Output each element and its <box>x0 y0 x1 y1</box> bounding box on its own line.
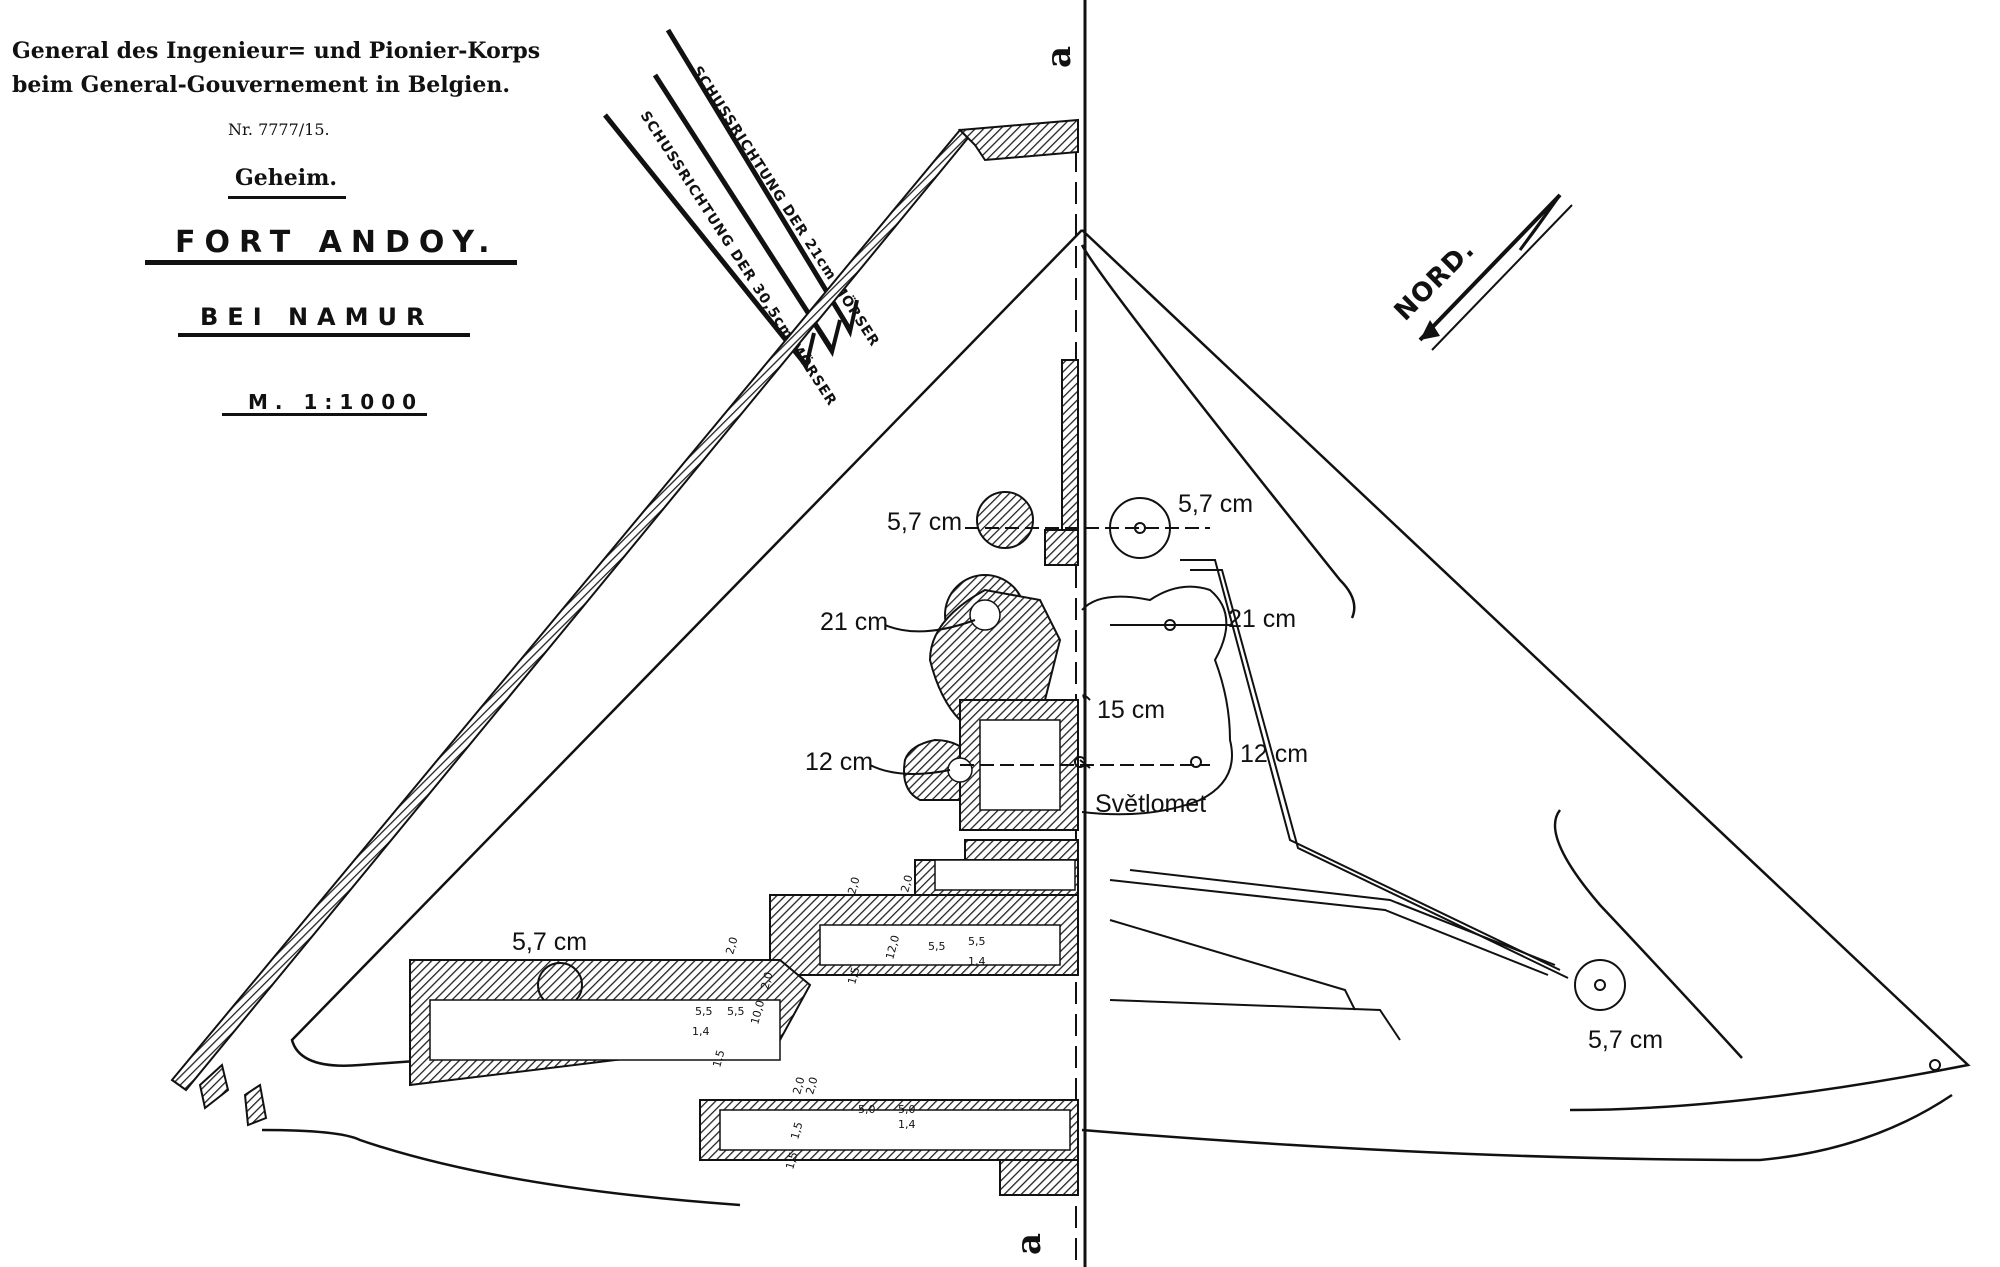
casemate-rooms <box>429 599 1076 1151</box>
calibre-annotations: 5,7 cm 5,7 cm 21 cm 21 cm 15 cm 12 cm 12… <box>512 490 1663 1054</box>
dim-14: 10,0 <box>748 999 767 1026</box>
dimension-figures: 5,5 5,5 5,5 5,5 5,0 5,0 2,0 2,0 2,0 2,0 … <box>692 874 986 1171</box>
dim-15: 2,0 <box>790 1076 807 1096</box>
fort-outline <box>261 229 1971 1207</box>
dim-12: 1,4 <box>898 1118 916 1131</box>
fire-direction-arrows: SCHUSSRICHTUNG DER 21cm MÖRSER SCHUSSRIC… <box>603 28 884 409</box>
dim-7: 1,4 <box>692 1025 710 1038</box>
dim-3: 2,0 <box>898 874 915 894</box>
classification-label: Geheim. <box>235 165 338 191</box>
annotation-21-right: 21 cm <box>1228 605 1296 633</box>
annotation-12-left: 12 cm <box>805 748 873 776</box>
fire-direction-21cm-label: SCHUSSRICHTUNG DER 21cm MÖRSER <box>689 62 884 349</box>
casemate-width-5: 5,0 <box>858 1103 876 1116</box>
dim-11: 1,5 <box>783 1151 800 1171</box>
annotation-searchlight: Světlomet <box>1095 790 1206 818</box>
header-line-1: General des Ingenieur= und Pionier-Korps <box>12 38 541 64</box>
casemate-width-6: 5,0 <box>898 1103 916 1116</box>
annotation-57-west: 5,7 cm <box>512 928 587 956</box>
casemate-width-1: 5,5 <box>695 1005 713 1018</box>
dim-16: 1,5 <box>788 1121 805 1141</box>
annotation-leaders <box>869 619 1091 775</box>
casemate-width-2: 5,5 <box>727 1005 745 1018</box>
annotation-15: 15 cm <box>1097 696 1165 724</box>
left-rampart <box>170 118 1079 1127</box>
dim-5: 2,0 <box>803 1076 820 1096</box>
annotation-57-top-left: 5,7 cm <box>887 508 962 536</box>
header-line-2: beim General-Gouvernement in Belgien. <box>12 72 511 98</box>
dim-9: 1,5 <box>710 1049 727 1069</box>
scale-underline <box>222 413 427 416</box>
dim-10: 1,5 <box>845 966 862 986</box>
gun-emplacements-right <box>960 497 1941 1071</box>
dim-8: 1,4 <box>968 955 986 968</box>
section-mark-bottom: a <box>1009 1233 1049 1255</box>
casemate-width-4: 5,5 <box>968 935 986 948</box>
fort-name-underline <box>145 260 517 265</box>
north-arrow: NORD. <box>1389 193 1573 351</box>
fort-name-title: FORT ANDOY. <box>175 225 499 260</box>
section-mark-top: a <box>1039 46 1079 68</box>
central-works <box>409 359 1079 1196</box>
reference-number: Nr. 7777/15. <box>228 120 330 139</box>
casemate-width-3: 5,5 <box>928 940 946 953</box>
scale-label: M. 1:1000 <box>248 390 424 414</box>
inner-ditch <box>1109 559 1569 1041</box>
dim-2: 2,0 <box>845 876 862 896</box>
annotation-57-top-right: 5,7 cm <box>1178 490 1253 518</box>
location-underline <box>178 333 470 337</box>
classification-underline <box>228 196 346 199</box>
dim-6: 2,0 <box>758 971 775 991</box>
dim-4: 2,0 <box>723 936 740 956</box>
annotation-57-east: 5,7 cm <box>1588 1026 1663 1054</box>
annotation-21-left: 21 cm <box>820 608 888 636</box>
dim-13: 12,0 <box>883 934 902 961</box>
annotation-12-right: 12 cm <box>1240 740 1308 768</box>
location-title: BEI NAMUR <box>200 303 434 331</box>
